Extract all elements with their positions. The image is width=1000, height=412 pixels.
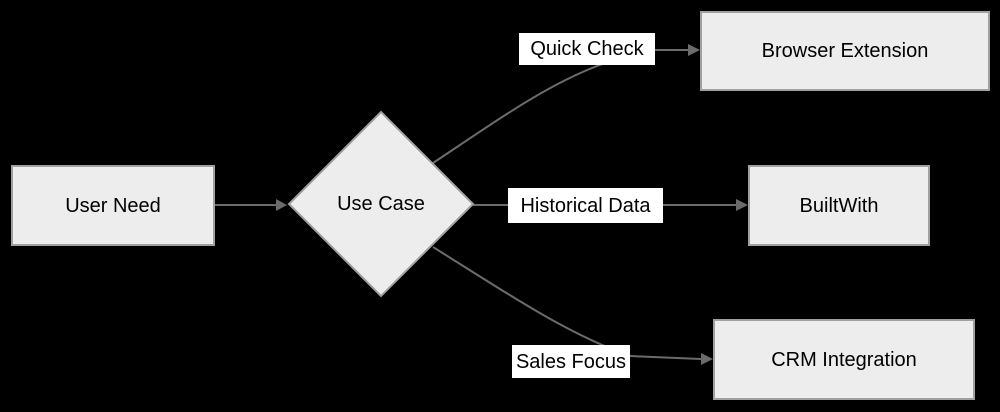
arrowhead-into-use-case [276, 199, 287, 211]
node-user-need-label: User Need [65, 194, 161, 217]
edge-use-case-to-browser-extension [432, 49, 688, 164]
edge-label-sales-focus: Sales Focus [512, 345, 630, 378]
arrowhead-into-builtwith [736, 199, 748, 211]
node-builtwith: BuiltWith [748, 165, 930, 246]
edge-use-case-to-crm-integration [432, 246, 702, 360]
arrowhead-into-crm-integration [701, 353, 713, 365]
node-crm-integration-label: CRM Integration [771, 348, 917, 371]
node-use-case-diamond-shape [287, 110, 475, 298]
node-browser-extension-label: Browser Extension [761, 40, 929, 62]
edge-label-historical-data: Historical Data [508, 188, 663, 223]
node-browser-extension: Browser Extension [700, 11, 990, 91]
edge-label-sales-focus-text: Sales Focus [515, 350, 627, 373]
node-builtwith-label: BuiltWith [799, 194, 879, 217]
edge-label-quick-check: Quick Check [519, 33, 655, 65]
node-crm-integration: CRM Integration [713, 319, 975, 400]
node-user-need: User Need [11, 165, 215, 246]
arrowhead-into-browser-extension [688, 44, 700, 56]
edge-label-historical-data-text: Historical Data [520, 194, 651, 217]
edge-label-quick-check-text: Quick Check [530, 38, 644, 60]
